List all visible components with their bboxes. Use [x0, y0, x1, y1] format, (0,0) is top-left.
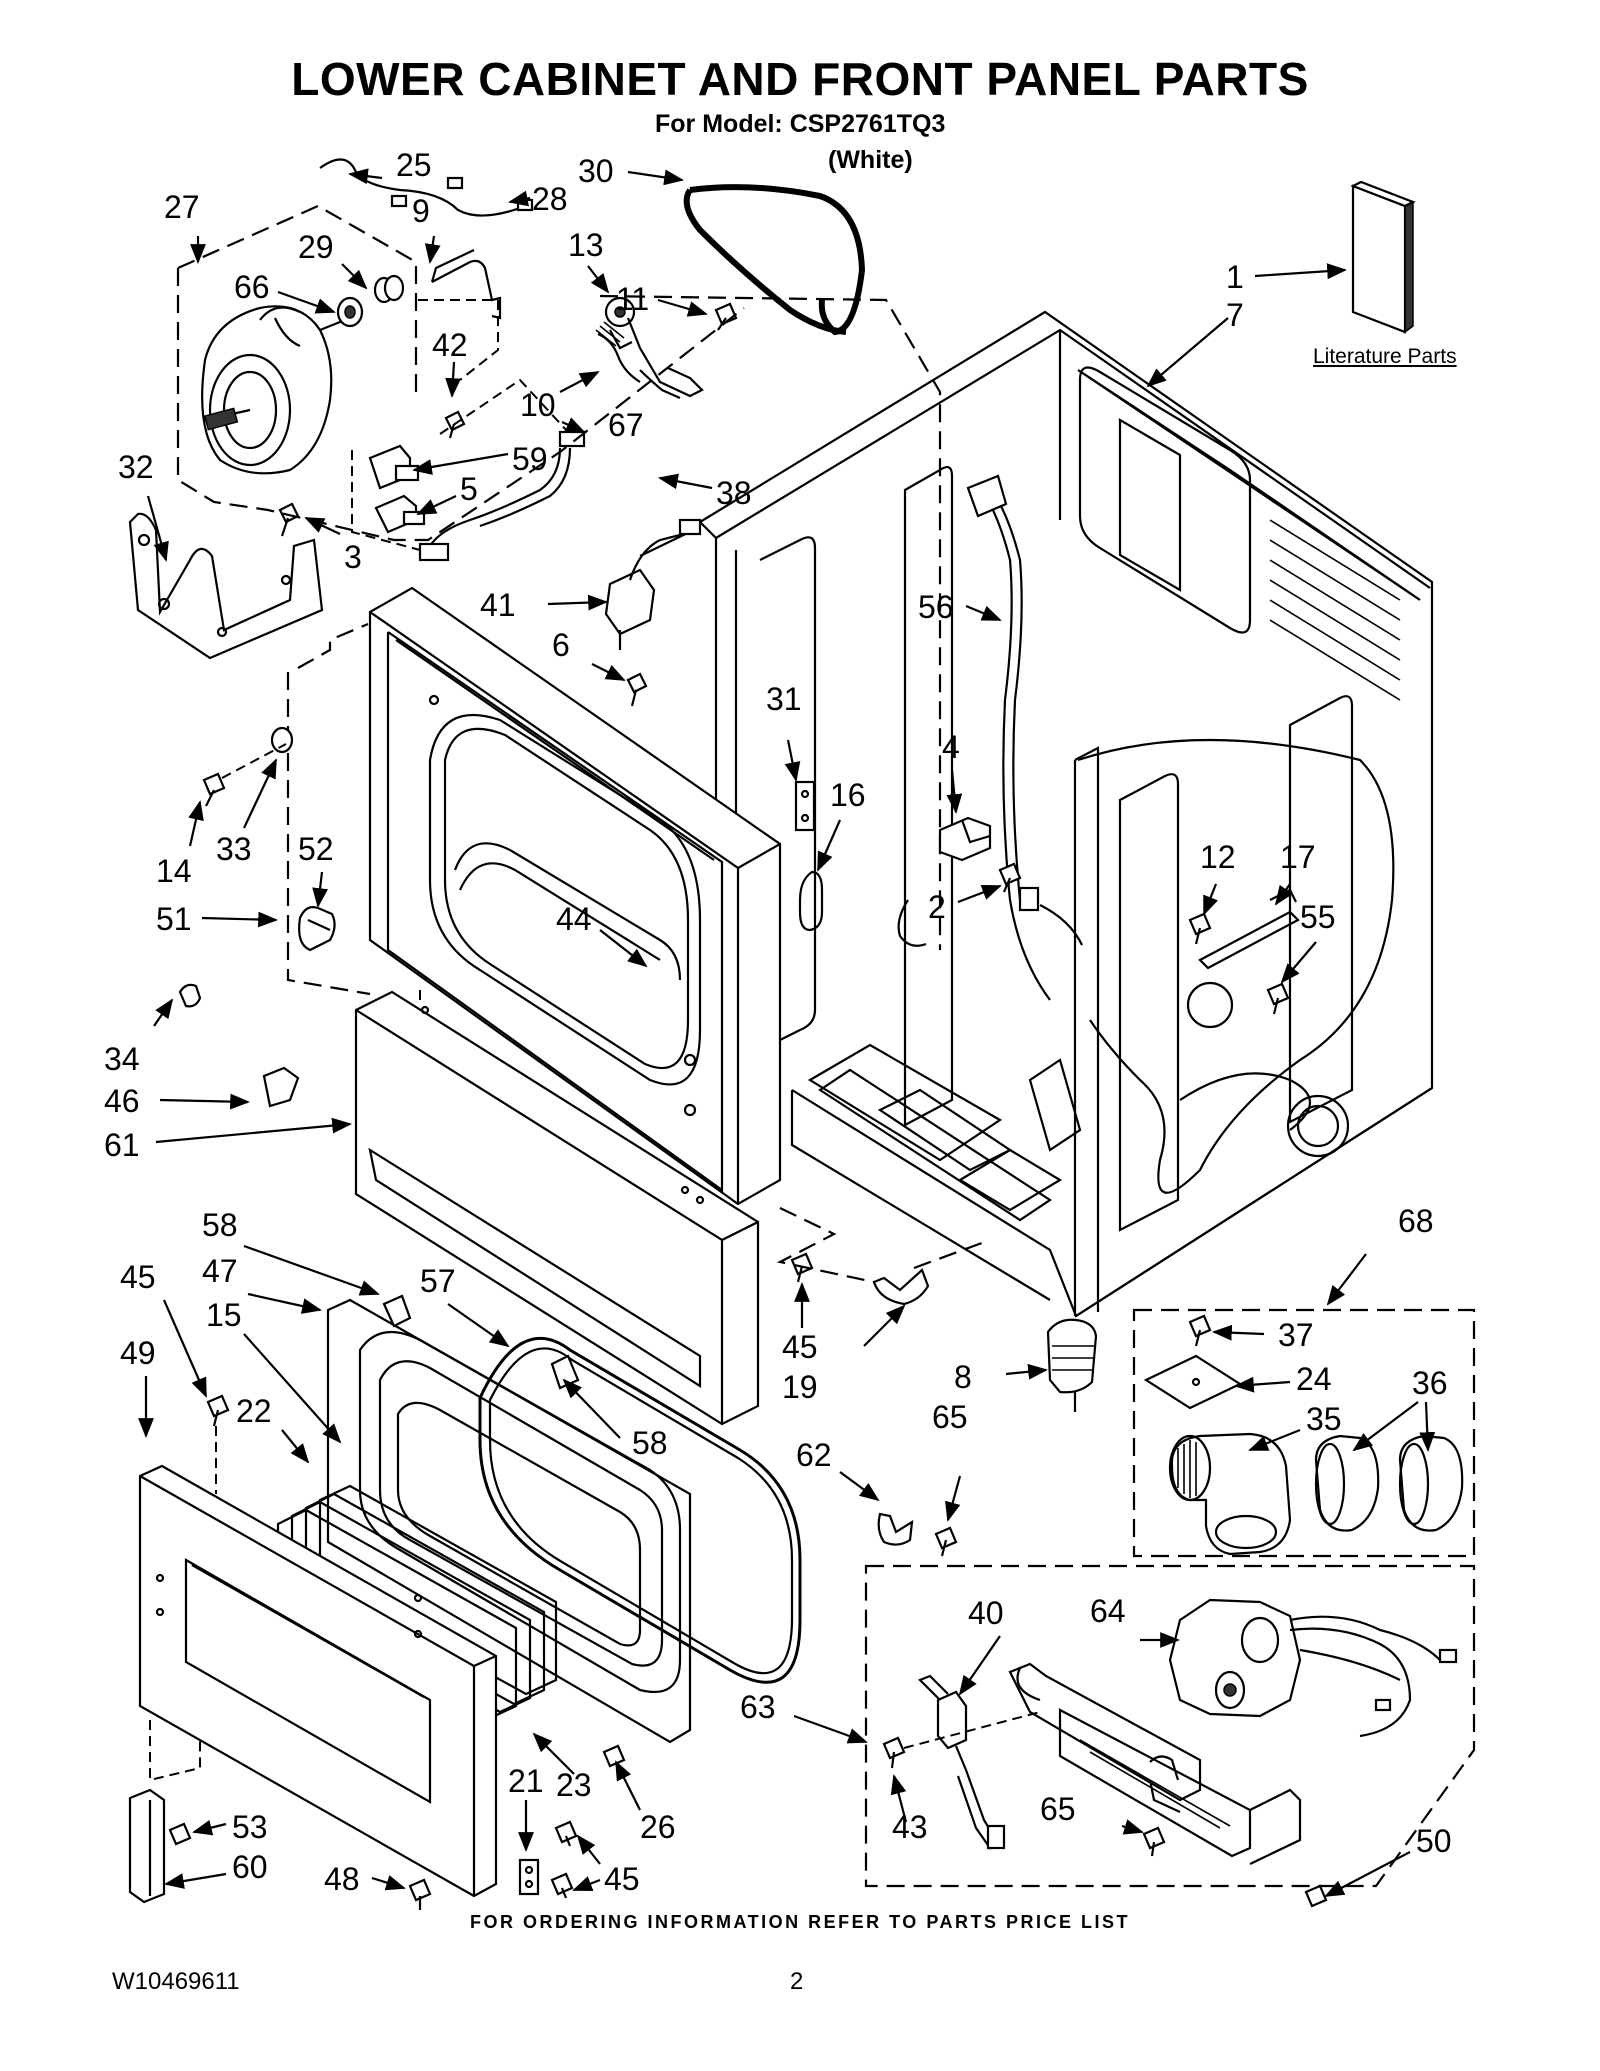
- callout-6: 6: [552, 627, 570, 663]
- leader-arrows: [138, 168, 1436, 1897]
- callout-36: 36: [1412, 1365, 1448, 1401]
- callout-51: 51: [156, 901, 192, 937]
- toe-panel: [354, 990, 760, 1426]
- callout-labels: 1 7 25 9 28 30 27 29 13 11 66 42 10 67 3…: [104, 147, 1452, 1897]
- callout-68: 68: [1398, 1203, 1434, 1239]
- callout-30: 30: [578, 153, 614, 189]
- callout-41: 41: [480, 587, 516, 623]
- model-line: For Model: CSP2761TQ3: [655, 110, 946, 138]
- callout-66: 66: [234, 269, 270, 305]
- callout-59: 59: [512, 441, 548, 477]
- motor-assembly: [128, 158, 738, 660]
- callout-34: 34: [104, 1041, 140, 1077]
- callout-10: 10: [520, 387, 556, 423]
- callout-56: 56: [918, 589, 954, 625]
- callout-53: 53: [232, 1809, 268, 1845]
- callout-22: 22: [236, 1393, 272, 1429]
- door-assembly: [128, 1294, 802, 1910]
- document-number: W10469611: [112, 1968, 240, 1995]
- callout-64: 64: [1090, 1593, 1126, 1629]
- callout-60: 60: [232, 1849, 268, 1885]
- callout-44: 44: [556, 901, 592, 937]
- callout-48: 48: [324, 1861, 360, 1897]
- callout-63: 63: [740, 1689, 776, 1725]
- exhaust-kit-group: [1132, 1308, 1476, 1558]
- callout-4: 4: [942, 729, 960, 765]
- page-number: 2: [790, 1968, 804, 1995]
- callout-17: 17: [1280, 839, 1316, 875]
- callout-37: 37: [1278, 1317, 1314, 1353]
- callout-61: 61: [104, 1127, 140, 1163]
- callout-5: 5: [460, 471, 478, 507]
- callout-65: 65: [932, 1399, 968, 1435]
- callout-33: 33: [216, 831, 252, 867]
- callout-25: 25: [396, 147, 432, 183]
- callout-32: 32: [118, 449, 154, 485]
- callout-45: 45: [604, 1861, 640, 1897]
- callout-13: 13: [568, 227, 604, 263]
- literature-booklet: [1350, 180, 1416, 334]
- literature-parts-label: Literature Parts: [1313, 345, 1457, 368]
- callout-52: 52: [298, 831, 334, 867]
- callout-2: 2: [928, 889, 946, 925]
- callout-45: 45: [120, 1259, 156, 1295]
- callout-1: 1: [1226, 259, 1244, 295]
- callout-49: 49: [120, 1335, 156, 1371]
- callout-11: 11: [616, 281, 649, 317]
- page-title: LOWER CABINET AND FRONT PANEL PARTS: [291, 53, 1309, 105]
- callout-8: 8: [954, 1359, 972, 1395]
- leveling-foot: [1046, 1318, 1098, 1412]
- callout-46: 46: [104, 1083, 140, 1119]
- callout-27: 27: [164, 189, 200, 225]
- callout-28: 28: [532, 181, 568, 217]
- callout-45: 45: [782, 1329, 818, 1365]
- dryer-cabinet: [699, 310, 1434, 1412]
- callout-67: 67: [608, 407, 644, 443]
- callout-3: 3: [344, 539, 362, 575]
- callout-9: 9: [412, 193, 430, 229]
- drive-belt: [683, 184, 866, 336]
- callout-14: 14: [156, 853, 192, 889]
- callout-31: 31: [766, 681, 802, 717]
- callout-43: 43: [892, 1809, 928, 1845]
- callout-58: 58: [202, 1207, 238, 1243]
- callout-40: 40: [968, 1595, 1004, 1631]
- color-line: (White): [828, 146, 913, 174]
- callout-50: 50: [1416, 1823, 1452, 1859]
- callout-23: 23: [556, 1767, 592, 1803]
- callout-19: 19: [782, 1369, 818, 1405]
- callout-24: 24: [1296, 1361, 1332, 1397]
- front-panel-frame: [368, 586, 782, 1206]
- callout-42: 42: [432, 327, 468, 363]
- callout-38: 38: [716, 475, 752, 511]
- burner-assembly-group: [864, 1564, 1476, 1908]
- callout-29: 29: [298, 229, 334, 265]
- callout-58: 58: [632, 1425, 668, 1461]
- callout-21: 21: [508, 1763, 544, 1799]
- callout-12: 12: [1200, 839, 1236, 875]
- callout-16: 16: [830, 777, 866, 813]
- callout-15: 15: [206, 1297, 242, 1333]
- callout-65: 65: [1040, 1791, 1076, 1827]
- callout-62: 62: [796, 1437, 832, 1473]
- cabinet-bracket: [897, 816, 1022, 947]
- callout-26: 26: [640, 1809, 676, 1845]
- callout-47: 47: [202, 1253, 238, 1289]
- callout-35: 35: [1306, 1401, 1342, 1437]
- door-switch: [604, 518, 702, 707]
- callout-55: 55: [1300, 899, 1336, 935]
- ordering-note: FOR ORDERING INFORMATION REFER TO PARTS …: [469, 1912, 1130, 1932]
- callout-57: 57: [420, 1263, 456, 1299]
- callout-7: 7: [1226, 297, 1244, 333]
